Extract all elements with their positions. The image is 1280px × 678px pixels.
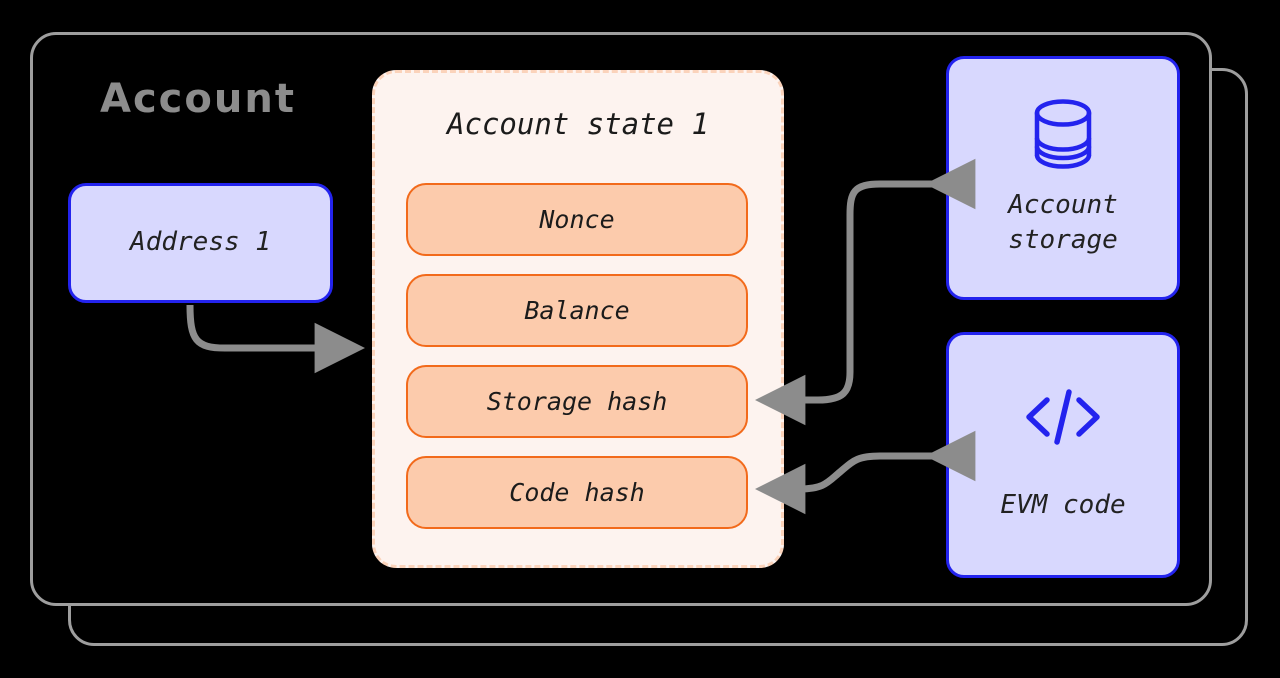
evm-code-box[interactable]: EVM code [946,332,1180,578]
field-nonce[interactable]: Nonce [406,183,748,256]
page-title: Account [100,76,296,122]
account-storage-box[interactable]: Account storage [946,56,1180,300]
field-nonce-label: Nonce [539,205,615,234]
code-brackets-icon [1021,386,1105,448]
account-state-title: Account state 1 [447,107,709,141]
address-label: Address 1 [130,227,271,258]
field-balance-label: Balance [524,296,630,325]
field-code-hash[interactable]: Code hash [406,456,748,529]
address-box[interactable]: Address 1 [68,183,333,303]
account-storage-label: Account storage [1008,189,1118,255]
field-storage-hash[interactable]: Storage hash [406,365,748,438]
evm-code-label: EVM code [1000,490,1126,521]
account-state-panel: Account state 1 Nonce Balance Storage ha… [372,70,784,568]
field-code-hash-label: Code hash [509,478,645,507]
field-balance[interactable]: Balance [406,274,748,347]
field-storage-hash-label: Storage hash [486,387,668,416]
database-icon [1032,98,1094,170]
